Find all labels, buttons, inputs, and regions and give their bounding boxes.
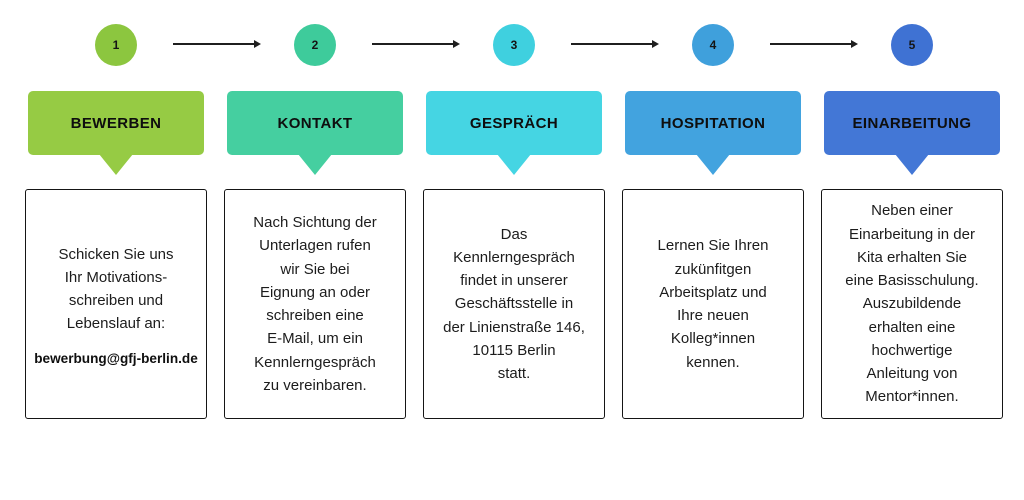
step-banner: HOSPITATION [625,91,801,155]
step-number-circle: 5 [891,24,933,66]
step-title: KONTAKT [277,114,353,132]
step-number-circle: 2 [294,24,336,66]
arrow-right-icon [571,40,659,48]
application-email: bewerbung@gfj-berlin.de [34,350,198,366]
step-number: 1 [112,38,120,52]
banner-pointer-icon [298,154,332,175]
banner-pointer-icon [696,154,730,175]
arrow-right-icon [372,40,460,48]
step-number-circle: 1 [95,24,137,66]
step-title: HOSPITATION [660,114,766,132]
banner-pointer-icon [99,154,133,175]
step-number: 2 [311,38,319,52]
step-title: EINARBEITUNG [852,114,972,132]
arrow-right-icon [770,40,858,48]
step-number: 4 [709,38,717,52]
step-number-circle: 4 [692,24,734,66]
step-banner: GESPRÄCH [426,91,602,155]
step-banner: KONTAKT [227,91,403,155]
banner-pointer-icon [497,154,531,175]
step-number-circle: 3 [493,24,535,66]
banner-pointer-icon [895,154,929,175]
step-number: 5 [908,38,916,52]
arrow-right-icon [173,40,261,48]
step-banner: BEWERBEN [28,91,204,155]
step-title: GESPRÄCH [469,114,559,132]
step-number: 3 [510,38,518,52]
step-banner: EINARBEITUNG [824,91,1000,155]
step-title: BEWERBEN [70,114,162,132]
